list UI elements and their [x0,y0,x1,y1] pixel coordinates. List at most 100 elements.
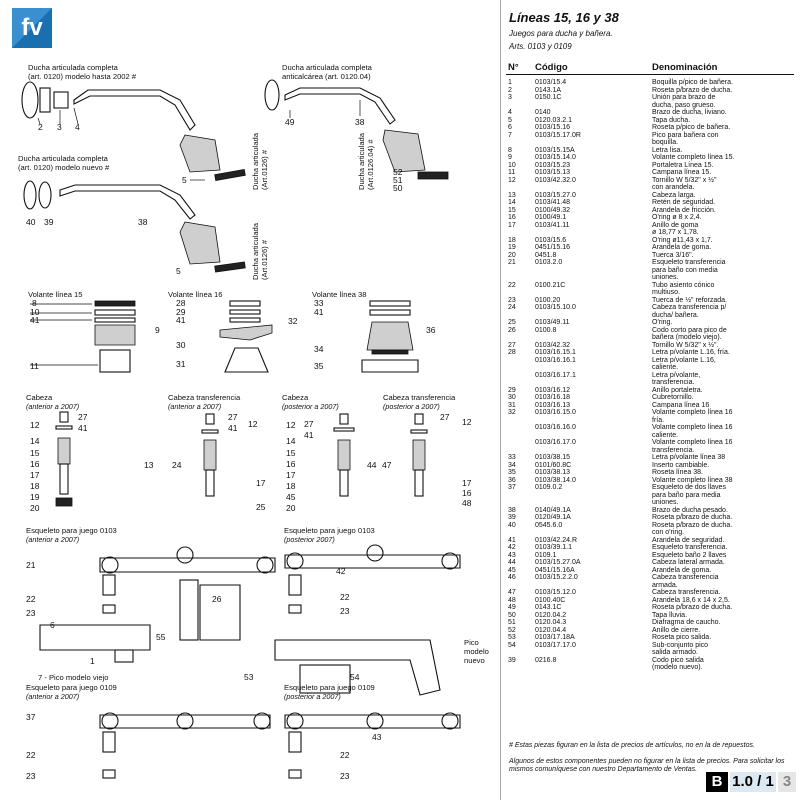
vert-label-1: Ducha articulada [251,132,260,190]
cell-description: uniones. [652,499,679,506]
cell-code: 0150.1C [535,94,562,101]
cell-number: 18 [508,236,516,244]
cell-number: 38 [508,506,516,514]
table-row: salida armado. [506,649,794,657]
cell-code: 0103/16.16.0 [535,424,576,431]
cell-number: 53 [508,634,516,641]
cell-description: Cabeza transferencia. [652,589,721,596]
cabt1-parts [201,413,219,497]
cell-description: Esqueleto baño 2 llaves [652,551,727,559]
vol38-parts [361,300,419,373]
cell-description: Volante completo línea 16 [652,409,733,416]
parts-table-header: N° Código Denominación [506,62,794,75]
vert-label-3: Ducha articulada [251,222,260,280]
vol16-parts [219,300,273,373]
cell-description: Roseta p/brazo de ducha. [652,86,733,94]
table-row: con o'ring. [506,529,794,537]
cell-description: uniones. [652,274,679,281]
label-55: 55 [156,632,166,642]
label-12c: 12 [286,420,296,430]
label-17a: 17 [30,470,40,480]
table-row: con arandela. [506,184,794,192]
cell-code: 0140/49.1A [535,506,571,514]
label-51: 51 [393,175,403,185]
cell-code: 0451.8 [535,251,557,259]
page-subtitle: Juegos para ducha y bañera. [509,29,613,38]
ducha2-parts [264,79,449,180]
cell-number: 31 [508,401,516,409]
label-48: 48 [462,498,472,508]
cell-description: Cabeza transferencia [652,574,719,581]
label-27c: 27 [304,419,314,429]
label-16c: 16 [462,488,472,498]
cell-description: caliente. [652,364,679,371]
cell-code: 0103/16.17.1 [535,371,576,379]
vol38-title: Volante línea 38 [312,290,366,299]
esq3-parts [99,712,271,779]
esq1-parts [99,546,276,614]
cell-number: 39 [508,656,516,664]
label-41f: 41 [304,430,314,440]
cell-code: 0100.20 [535,296,561,304]
cell-description: fría. [652,416,665,424]
cell-code: 0103/17.18A [535,634,575,641]
label-27b: 27 [228,412,238,422]
cell-code: 0101/60.8C [535,461,572,469]
label-32: 32 [288,316,298,326]
label-43: 43 [372,732,382,742]
label-12a: 12 [30,420,40,430]
cell-number: 40 [508,521,516,529]
label-41b: 41 [176,315,186,325]
cell-number: 6 [508,124,512,131]
vol16-title: Volante línea 16 [168,290,222,299]
cell-number: 47 [508,589,516,596]
esq2-subtitle: (posterior 2007) [284,535,335,544]
cell-description: Roseta pico salida. [652,634,712,641]
cell-number: 43 [508,551,516,559]
label-14b: 14 [286,436,296,446]
cell-number: 2 [508,86,512,94]
cell-code: 0103/42.32.0 [535,176,576,184]
cell-number: 8 [508,146,512,154]
cell-number: 39 [508,514,516,521]
cell-description: Codo pico salida [652,656,704,664]
logo-facet [12,8,52,48]
cell-number: 12 [508,176,516,184]
cell-code: 0103/17.17.0 [535,641,576,649]
label-6: 6 [50,620,55,630]
label-17c: 17 [286,470,296,480]
cell-code: 0109.1 [535,551,557,559]
label-15b: 15 [286,448,296,458]
cell-description: Arandela de goma. [652,566,712,574]
esq2-parts [284,544,461,614]
cell-description: ducha, paso grueso. [652,101,716,109]
label-23a: 23 [26,608,36,618]
label-27d: 27 [440,412,450,422]
cell-description: Unión para brazo de [652,94,716,101]
cell-description: boquilla. [652,139,679,146]
cell-description: Volante completo línea 16 [652,424,733,431]
cell-code: 0103/15.15A [535,146,575,154]
cell-number: 51 [508,619,516,626]
cell-description: caliente. [652,431,679,439]
cell-number: 32 [508,409,516,416]
cell-description: salida armado. [652,649,698,656]
esq1-subtitle: (anterior a 2007) [26,535,79,544]
